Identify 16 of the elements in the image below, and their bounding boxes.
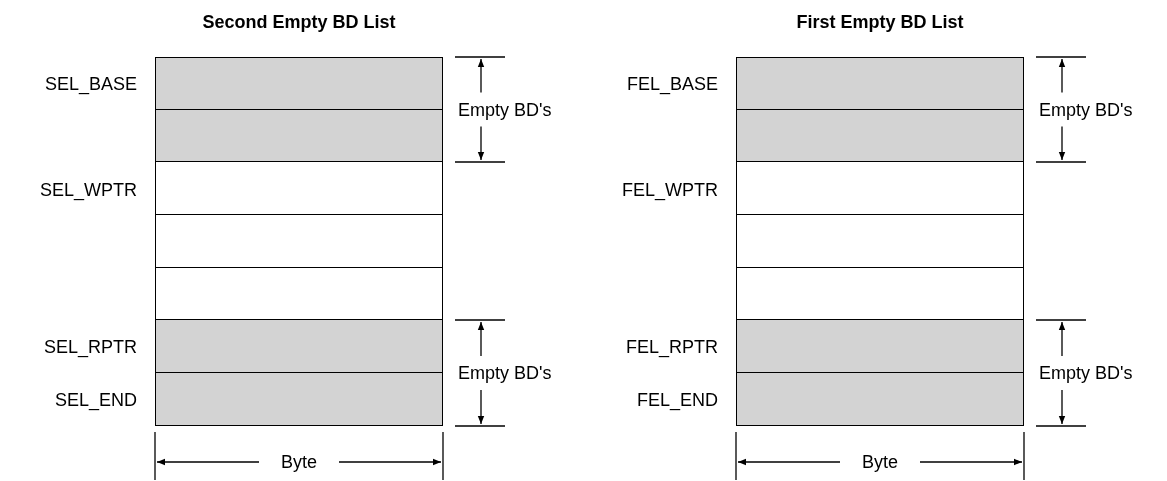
pointer-label: SEL_END	[54, 389, 137, 411]
dimension-label: Empty BD's	[1039, 99, 1133, 121]
pointer-label: FEL_END	[636, 389, 718, 411]
dimension-label: Byte	[862, 451, 898, 473]
dimension-label: Empty BD's	[458, 362, 552, 384]
pointer-label: SEL_WPTR	[39, 179, 137, 201]
dimension-label: Empty BD's	[1039, 362, 1133, 384]
pointer-label: SEL_RPTR	[43, 336, 137, 358]
pointer-label: FEL_BASE	[626, 73, 718, 95]
pointer-label: SEL_BASE	[44, 73, 137, 95]
list-title: Second Empty BD List	[202, 11, 396, 33]
pointer-label: FEL_WPTR	[622, 179, 718, 201]
dimension-label: Byte	[281, 451, 317, 473]
list-title: First Empty BD List	[796, 11, 964, 33]
pointer-label: FEL_RPTR	[625, 336, 718, 358]
dimension-label: Empty BD's	[458, 99, 552, 121]
